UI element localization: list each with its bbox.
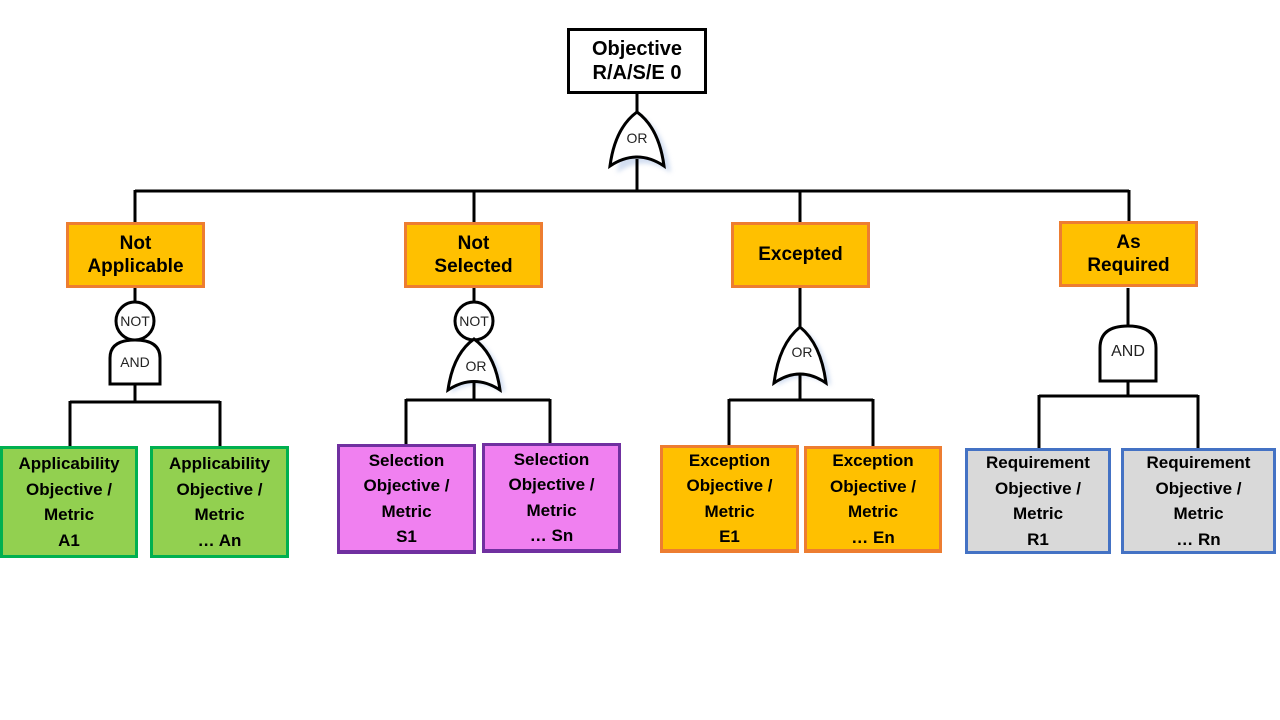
gate-label-not-1: NOT — [120, 313, 150, 329]
leaf-selection-sn: Selection Objective / Metric … Sn — [482, 443, 621, 553]
leaf-line: Exception — [688, 450, 771, 470]
leaf-line: Exception — [832, 451, 914, 470]
and-gate-1 — [108, 338, 162, 386]
or-gate-2 — [446, 337, 502, 394]
leaf-exception-e1: Exception Objective / Metric E1 — [660, 445, 799, 553]
category-excepted: Excepted — [731, 222, 870, 288]
leaf-line: Selection — [368, 450, 445, 470]
leaf-line: Objective / — [26, 479, 112, 499]
category-line: Required — [1087, 255, 1170, 276]
root-line-2: R/A/S/E 0 — [592, 62, 682, 84]
category-line: Not — [457, 232, 490, 254]
leaf-line: Objective / — [508, 475, 595, 494]
leaf-line: Metric — [1173, 504, 1224, 523]
leaf-line: Metric — [704, 501, 755, 521]
root-objective-box: Objective R/A/S/E 0 — [567, 28, 707, 94]
leaf-line: Metric — [381, 501, 432, 521]
leaf-selection-s1: Selection Objective / Metric S1 — [337, 444, 476, 554]
gate-label-and-1: AND — [120, 354, 150, 370]
root-or-gate — [608, 110, 671, 173]
leaf-line: … Sn — [529, 526, 574, 545]
leaf-applicability-a1: Applicability Objective / Metric A1 — [0, 446, 138, 558]
leaf-line: Objective / — [995, 478, 1081, 498]
leaf-line: Applicability — [168, 454, 271, 473]
leaf-line: Selection — [513, 449, 590, 469]
category-not-applicable: Not Applicable — [66, 222, 205, 288]
leaf-line: … En — [851, 527, 895, 547]
not-applicable-gates — [68, 288, 222, 446]
category-line: Not — [119, 232, 152, 254]
leaf-line: Objective / — [176, 479, 263, 499]
leaf-line: Metric — [847, 502, 899, 521]
gate-label-not-2: NOT — [459, 313, 489, 329]
leaf-line: A1 — [58, 530, 80, 550]
leaf-exception-en: Exception Objective / Metric … En — [804, 446, 942, 553]
category-not-selected: Not Selected — [404, 222, 543, 288]
category-line: Selected — [434, 256, 513, 277]
leaf-requirement-r1: Requirement Objective / Metric R1 — [965, 448, 1111, 554]
leaf-line: R1 — [1027, 529, 1049, 549]
excepted-gates — [727, 288, 875, 446]
category-line: Excepted — [758, 244, 843, 266]
root-line-1: Objective — [591, 37, 683, 60]
leaf-applicability-an: Applicability Objective / Metric … An — [150, 446, 289, 558]
root-gate-label: OR — [626, 130, 648, 146]
leaf-line: Requirement — [1146, 453, 1251, 472]
category-line: Applicable — [87, 256, 184, 277]
leaf-line: … Rn — [1176, 529, 1221, 549]
leaf-line: Objective / — [1155, 478, 1242, 498]
and-gate-4 — [1098, 324, 1158, 383]
leaf-line: Objective / — [830, 476, 916, 496]
leaf-line: Metric — [194, 505, 245, 524]
gate-label-and-4: AND — [1111, 343, 1145, 360]
leaf-line: S1 — [396, 527, 417, 546]
leaf-line: Objective / — [686, 476, 773, 495]
leaf-line: … An — [197, 530, 242, 550]
leaf-line: Metric — [526, 500, 577, 520]
leaf-line: Metric — [43, 505, 95, 524]
gate-label-or-2: OR — [465, 358, 487, 374]
not-selected-gates — [404, 288, 552, 445]
as-required-gates — [1037, 288, 1200, 448]
or-gate-3 — [772, 325, 828, 387]
leaf-line: Applicability — [18, 454, 120, 473]
leaf-line: Requirement — [986, 453, 1090, 472]
leaf-requirement-rn: Requirement Objective / Metric … Rn — [1121, 448, 1276, 554]
category-as-required: As Required — [1059, 221, 1198, 287]
leaf-line: Objective / — [363, 476, 450, 495]
category-line: As — [1116, 231, 1141, 253]
leaf-line: Metric — [1012, 504, 1064, 523]
leaf-line: E1 — [719, 527, 740, 546]
gate-label-or-3: OR — [791, 344, 813, 360]
